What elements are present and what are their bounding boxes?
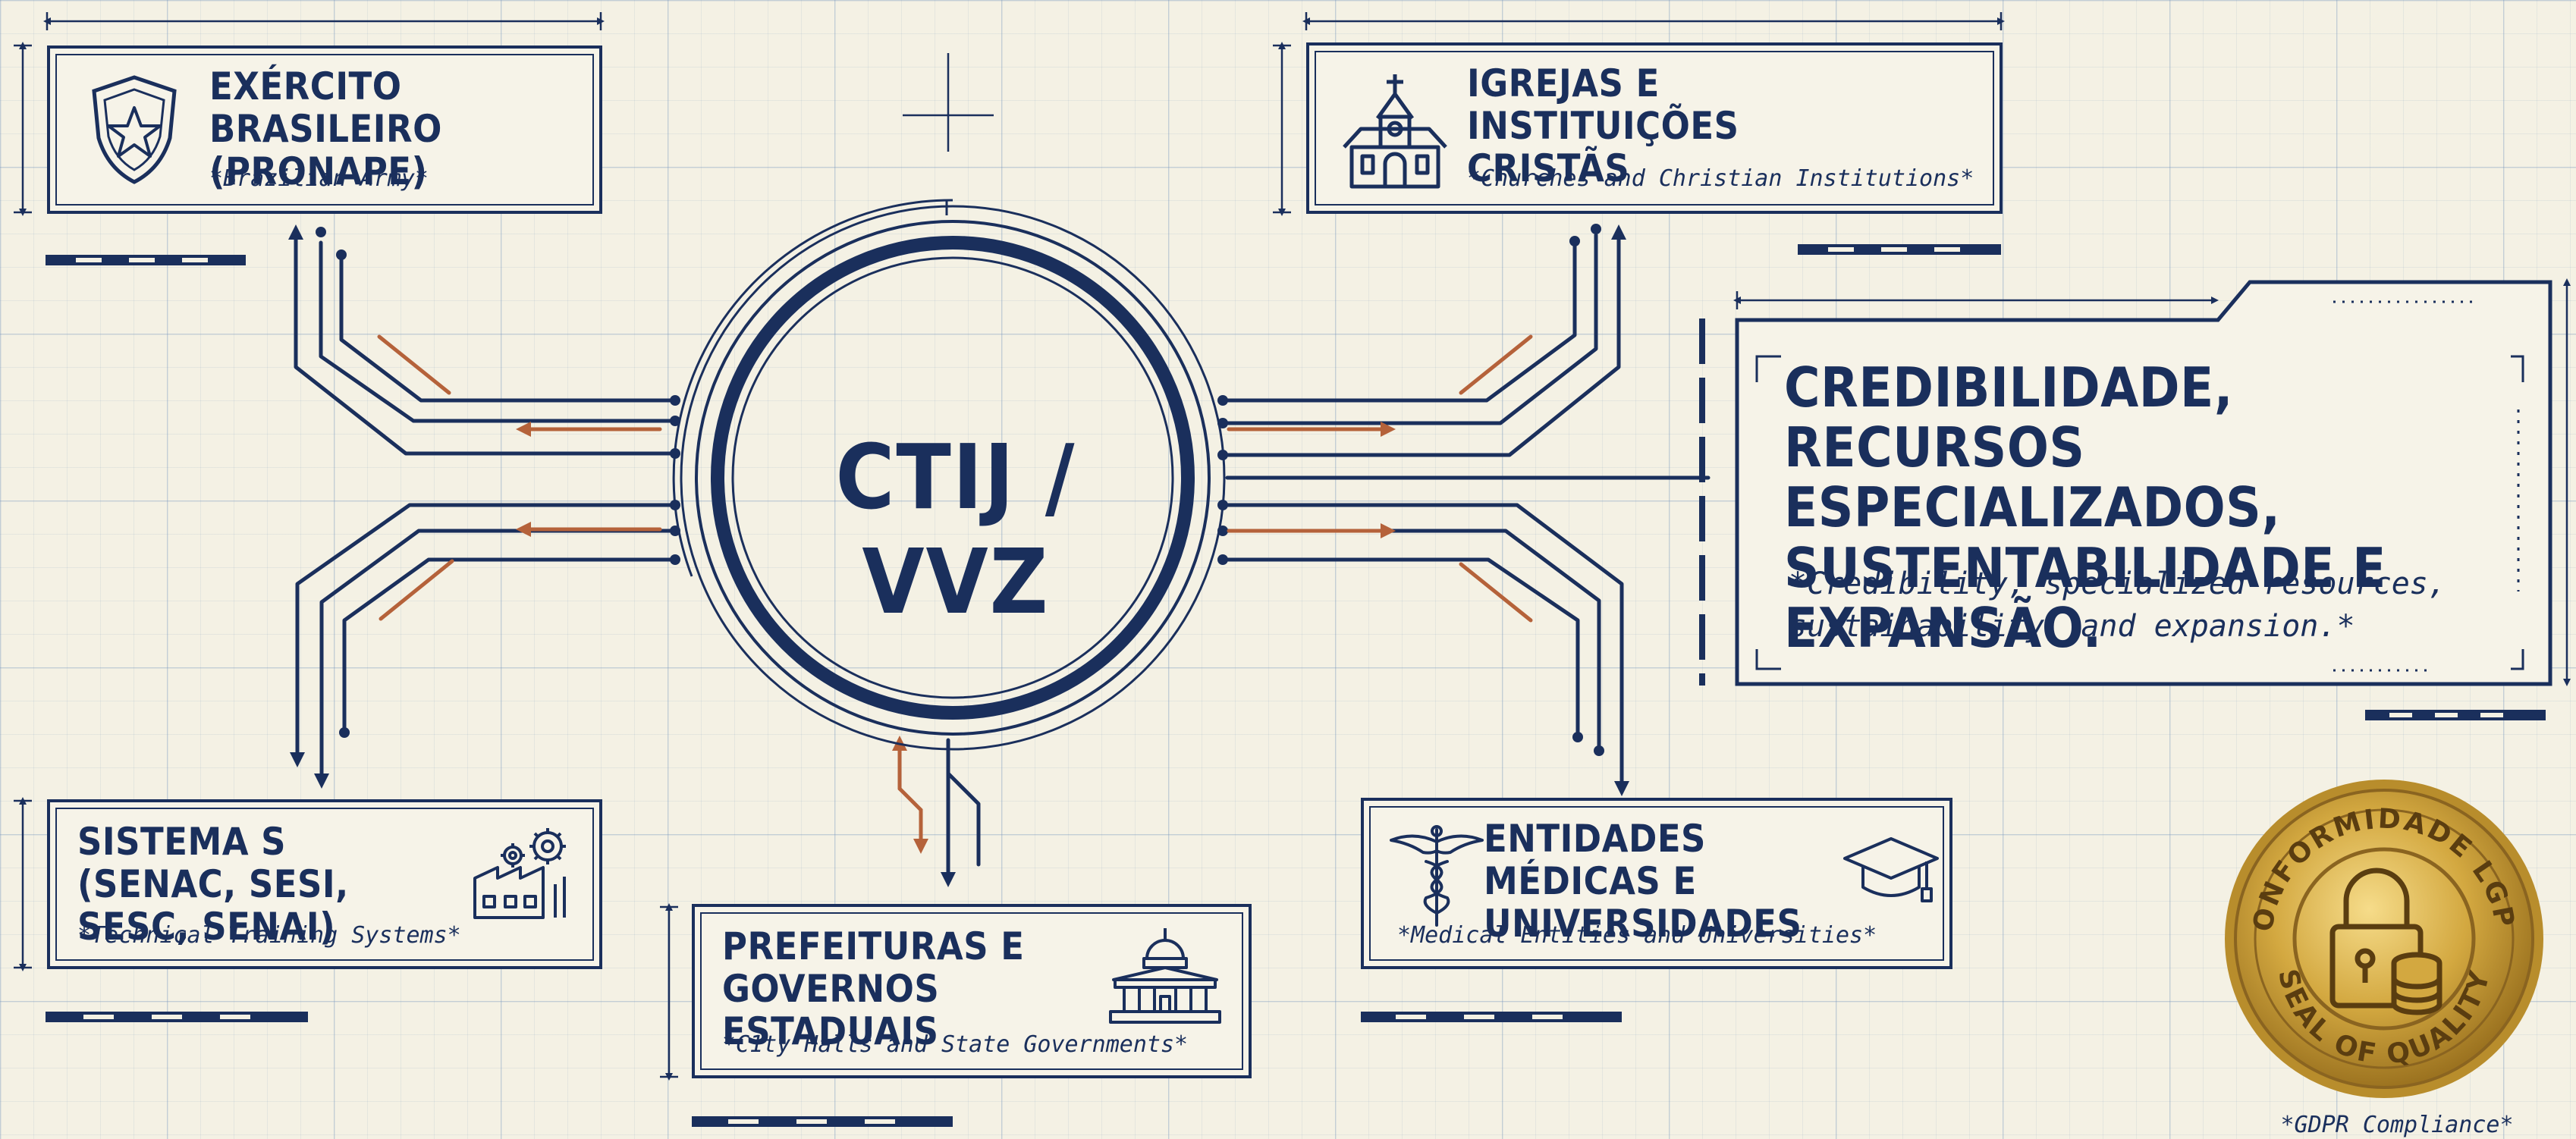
- shield-star-icon: [92, 75, 177, 184]
- city-halls-subtitle: *C1ty Halls and State Governments*: [722, 1031, 1189, 1058]
- dimension-lines: [14, 12, 2571, 1081]
- factory-gears-icon: [473, 828, 566, 919]
- circuit-connectors: [288, 224, 1711, 887]
- node-medical: ENTIDADES MÉDICAS E UNIVERSIDADES *Medic…: [1361, 798, 1952, 969]
- seal-caption: *GDPR Compliance*: [2280, 1112, 2514, 1138]
- hub-label: CTIJ / VVZ: [835, 425, 1076, 634]
- army-title: EXÉRCITO BRASILEIRO (PRONAPE): [209, 64, 442, 193]
- system-s-subtitle: *Technical Training Systems*: [77, 922, 461, 949]
- system-s-title: SISTEMA S (SENAC, SESI, SESC, SENAI): [77, 820, 349, 949]
- city-halls-title: PREFEITURAS E GOVERNOS ESTADUAIS: [722, 924, 1025, 1053]
- scale-bars: [46, 244, 2546, 1127]
- medical-title: ENTIDADES MÉDICAS E UNIVERSIDADES: [1484, 817, 1802, 946]
- graduation-cap-icon: [1843, 837, 1939, 902]
- padlock-database-icon: [2329, 868, 2442, 1015]
- outcome-subtitle: *Credibility, specialized resources, sus…: [1789, 566, 2446, 644]
- node-army: EXÉRCITO BRASILEIRO (PRONAPE) *Brazilian…: [47, 45, 602, 214]
- government-building-icon: [1109, 928, 1221, 1024]
- outcome-title: CREDIBILIDADE, RECURSOS ESPECIALIZADOS, …: [1784, 356, 2386, 660]
- army-subtitle: *Brazilian Army*: [209, 165, 429, 192]
- hub-rings: [672, 199, 1226, 751]
- node-city-halls: PREFEITURAS E GOVERNOS ESTADUAIS *C1ty H…: [692, 904, 1252, 1078]
- caduceus-graduation-cap-icon: [1390, 825, 1484, 927]
- churches-title: IGREJAS E INSTITUIÇÕES CRISTÃS: [1467, 61, 1739, 190]
- flow-arrows: [377, 334, 1533, 854]
- medical-subtitle: *Medical Entities and Universities*: [1397, 922, 1877, 949]
- church-icon: [1343, 74, 1447, 189]
- churches-subtitle: *Churches and Christian Institutions*: [1467, 165, 1974, 192]
- node-system-s: SISTEMA S (SENAC, SESI, SESC, SENAI) *Te…: [47, 799, 602, 969]
- node-churches: IGREJAS E INSTITUIÇÕES CRISTÃS *Churches…: [1306, 42, 2003, 214]
- outcome-frame: [1699, 280, 2552, 686]
- connector-dots: [316, 224, 1604, 756]
